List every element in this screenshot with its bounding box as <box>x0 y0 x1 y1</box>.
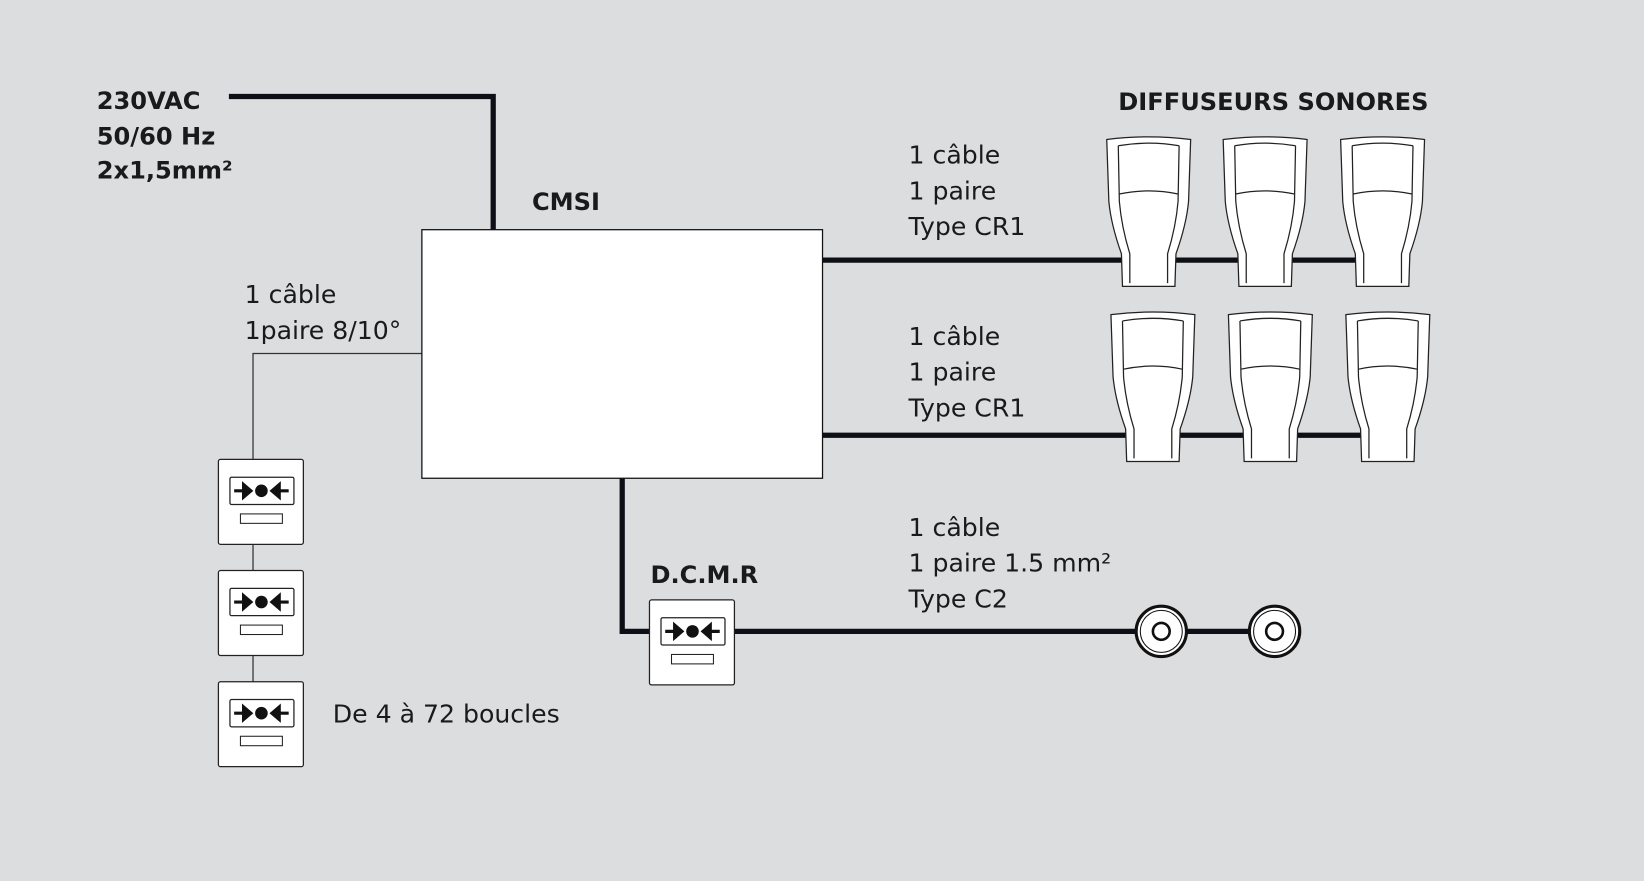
sirens <box>1134 604 1302 659</box>
speaker-line1-pair: 1 paire <box>909 176 997 205</box>
siren-icon <box>1134 604 1189 659</box>
siren-icon <box>1247 604 1302 659</box>
speaker-row-1 <box>1106 136 1426 287</box>
dcmr-detector <box>648 599 736 686</box>
dcmr-type-label: Type C2 <box>908 584 1008 613</box>
cmsi-box <box>421 229 824 479</box>
power-cable <box>228 93 496 230</box>
manual-call-point-icon <box>217 458 304 545</box>
power-frequency: 50/60 Hz <box>97 123 216 151</box>
loop-pair-label: 1paire 8/10° <box>245 316 402 345</box>
speaker-icon <box>1345 311 1431 463</box>
dcmr-pair-label: 1 paire 1.5 mm² <box>909 549 1112 578</box>
manual-call-point-icon <box>217 569 304 657</box>
power-section: 2x1,5mm² <box>97 156 233 184</box>
speaker-icon <box>1222 136 1308 287</box>
loop-detectors <box>217 458 304 768</box>
speakers-title: DIFFUSEURS SONORES <box>1118 88 1428 116</box>
speaker-row-2 <box>1110 311 1431 463</box>
manual-call-point-icon <box>217 681 304 768</box>
manual-call-point-icon <box>648 599 736 686</box>
dcmr-cable <box>619 478 1275 635</box>
loop-cable-label: 1 câble <box>245 280 337 309</box>
speaker-line2-pair: 1 paire <box>909 358 997 387</box>
speaker-line2-cable: 1 câble <box>909 322 1001 351</box>
cmsi-label: CMSI <box>532 188 600 216</box>
loop-count-label: De 4 à 72 boucles <box>333 700 560 729</box>
speaker-icon <box>1110 311 1196 463</box>
power-voltage: 230VAC <box>97 87 201 115</box>
speaker-line1-cable: 1 câble <box>909 141 1001 170</box>
speaker-line2-type: Type CR1 <box>908 393 1026 422</box>
speaker-icon <box>1227 311 1313 463</box>
dcmr-cable-label: 1 câble <box>909 513 1001 542</box>
speaker-icon <box>1106 136 1192 287</box>
speaker-icon <box>1339 136 1426 287</box>
dcmr-label: D.C.M.R <box>651 561 759 589</box>
speaker-line1-type: Type CR1 <box>908 212 1026 241</box>
